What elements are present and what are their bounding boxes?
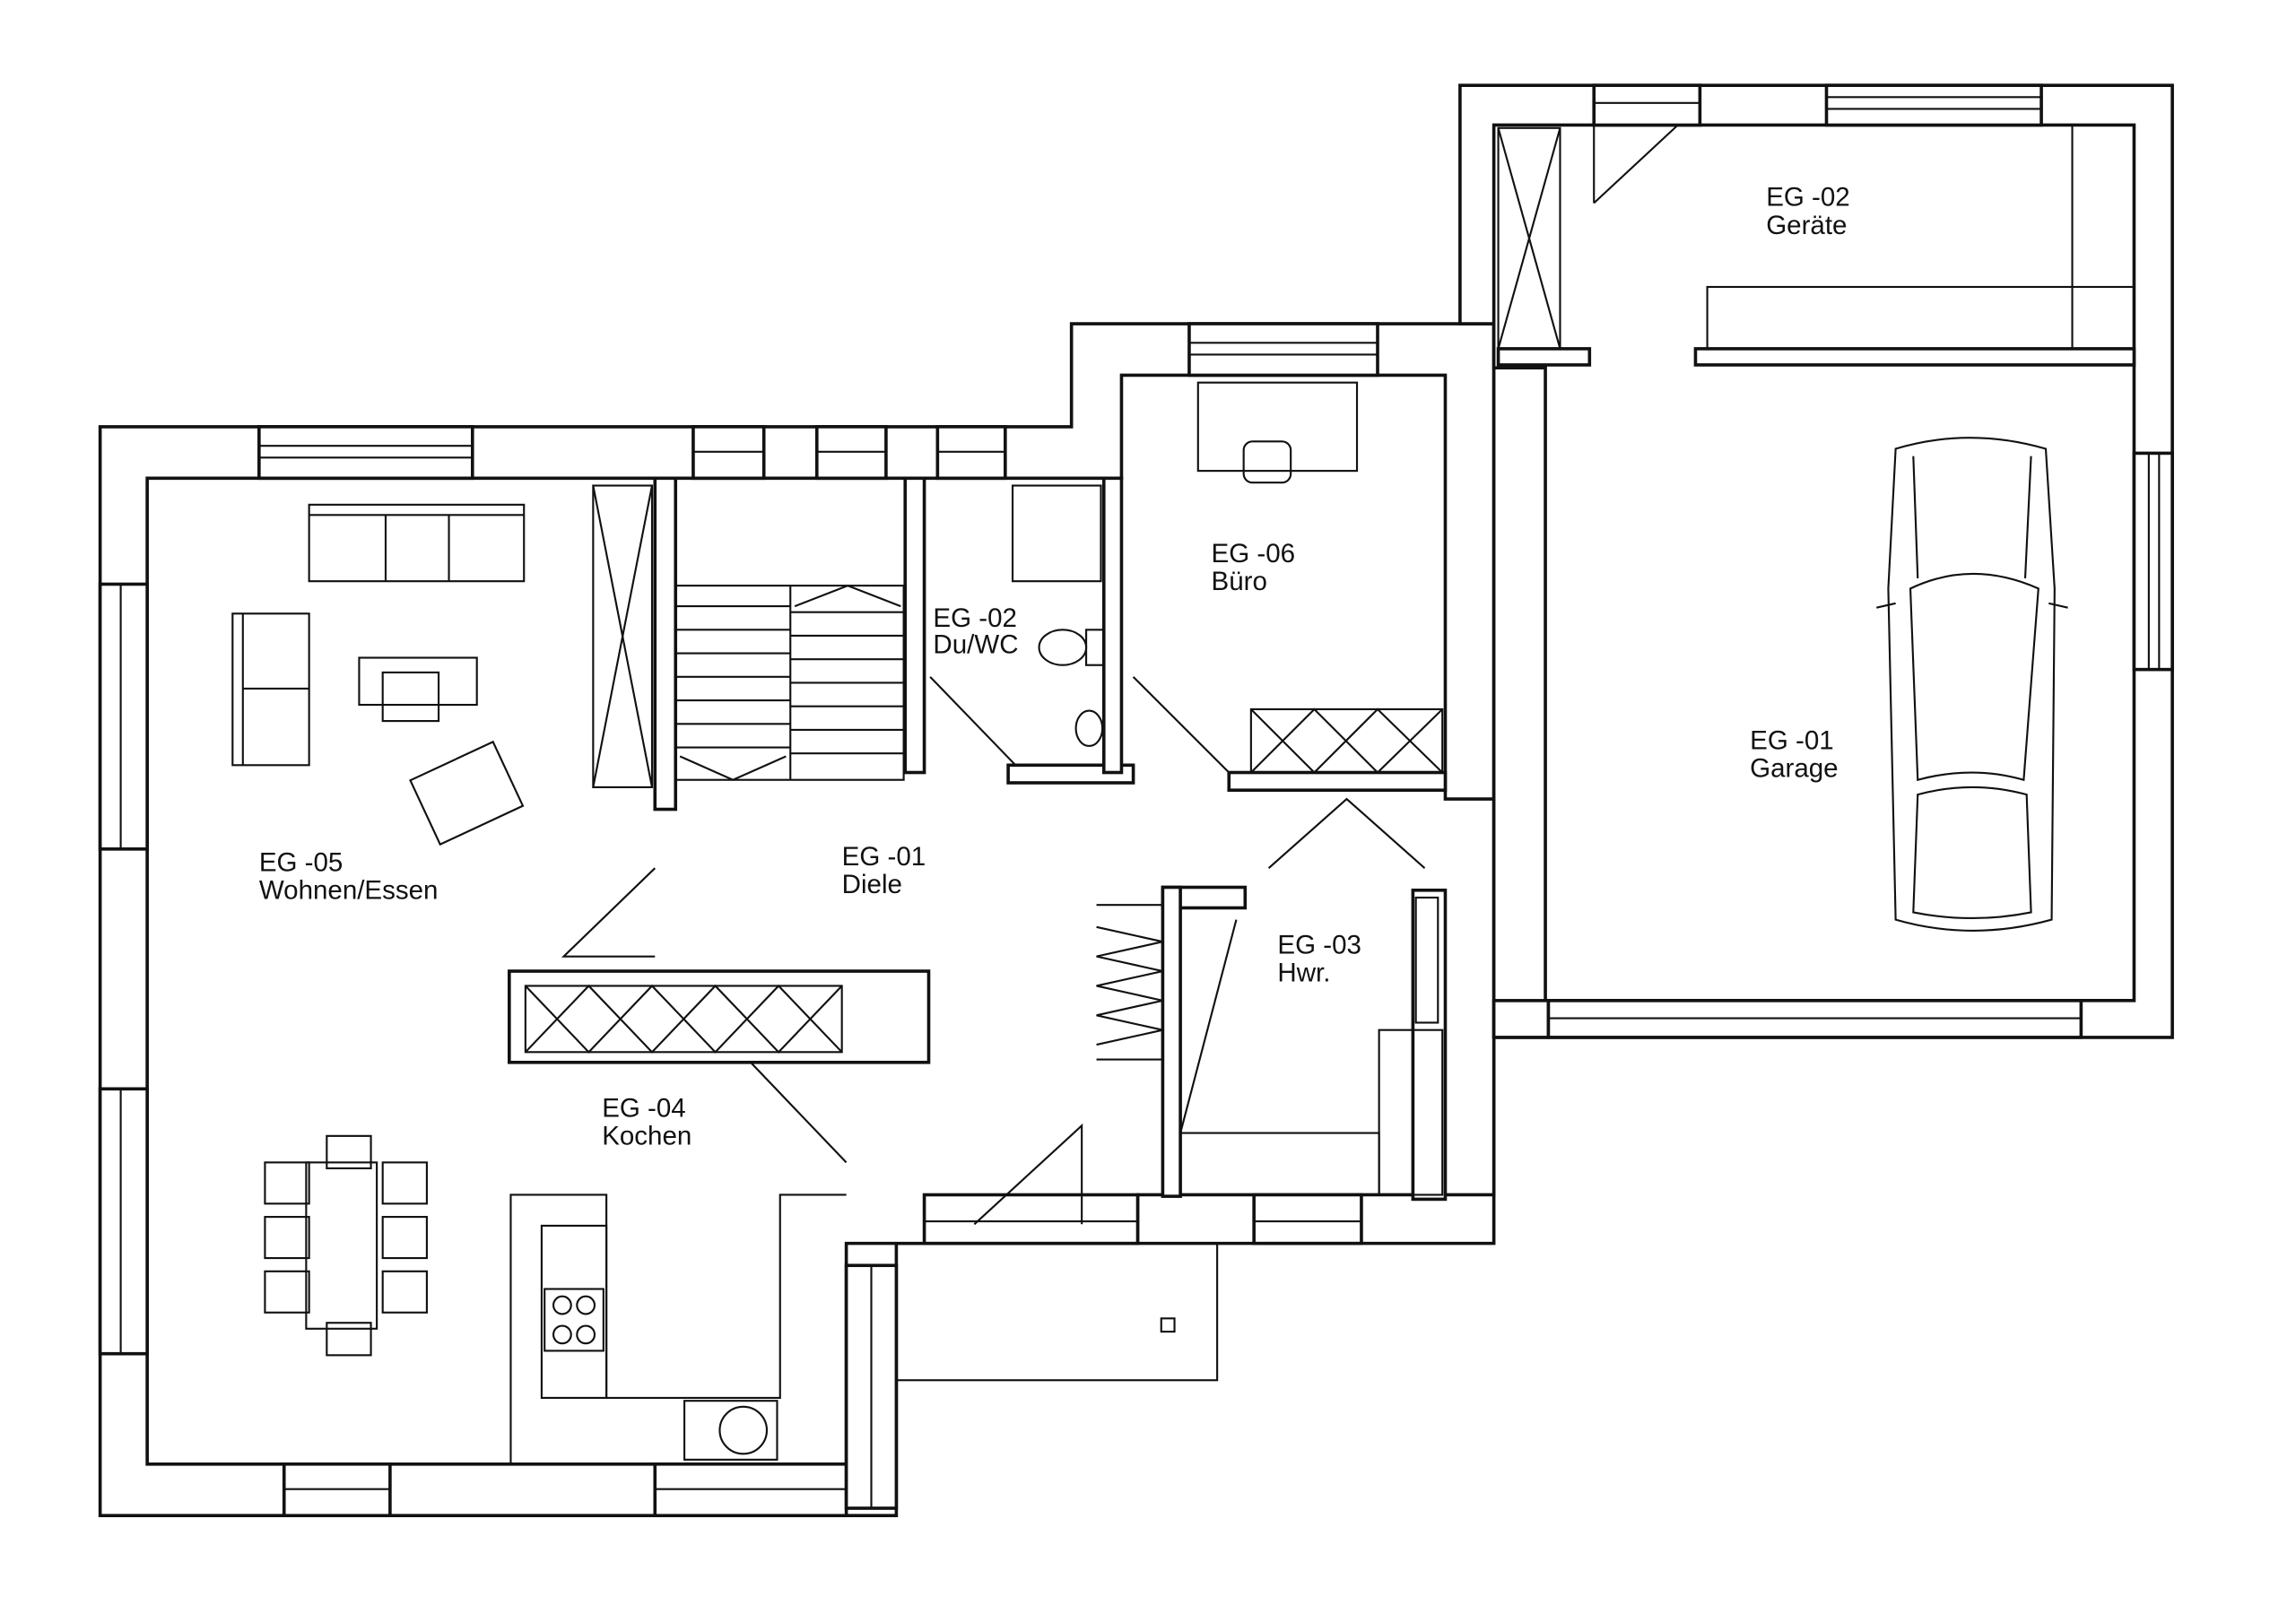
terrace — [895, 1242, 1219, 1382]
svg-text:Kochen: Kochen — [602, 1122, 691, 1151]
stairs — [674, 584, 905, 781]
door-swing — [1132, 676, 1231, 774]
cabinet — [524, 985, 843, 1054]
cooktop — [544, 1288, 604, 1352]
washbasin — [1074, 709, 1104, 748]
svg-text:EG -02: EG -02 — [1766, 183, 1850, 213]
svg-text:EG -06: EG -06 — [1212, 539, 1296, 568]
desk — [1196, 381, 1359, 473]
car — [1876, 437, 2068, 932]
wardrobe-hangers — [1096, 904, 1163, 1061]
walls — [98, 83, 2174, 1518]
door-swing — [973, 1123, 1083, 1226]
svg-text:EG -01: EG -01 — [1750, 725, 1834, 755]
svg-text:Hwr.: Hwr. — [1277, 959, 1330, 988]
sofa — [308, 503, 526, 583]
svg-text:Diele: Diele — [842, 870, 902, 899]
door-swing — [1267, 797, 1426, 869]
cabinet — [1249, 707, 1444, 774]
svg-text:EG -03: EG -03 — [1277, 930, 1361, 959]
interior-wall — [1496, 347, 1592, 367]
door-swing — [750, 1062, 848, 1164]
drain — [1160, 1317, 1176, 1333]
interior-wall — [1227, 770, 1448, 793]
door-swing — [929, 676, 1017, 767]
armchair — [409, 740, 525, 846]
dining-table — [305, 1161, 378, 1330]
furniture — [231, 125, 2135, 1464]
svg-text:Du/WC: Du/WC — [933, 630, 1018, 660]
office-chair — [1242, 440, 1292, 484]
door-swing — [1593, 124, 1679, 204]
interior-wall — [1411, 888, 1448, 1202]
svg-text:Garage: Garage — [1750, 753, 1838, 783]
coffee-table — [358, 656, 478, 707]
svg-text:EG -04: EG -04 — [602, 1094, 686, 1124]
svg-text:EG -01: EG -01 — [842, 842, 926, 872]
sink — [683, 1400, 778, 1461]
interior-wall — [903, 476, 926, 775]
interior-wall — [1693, 347, 2136, 367]
door-swing — [561, 867, 657, 958]
interior-wall — [1161, 885, 1182, 1198]
svg-text:Geräte: Geräte — [1766, 211, 1847, 240]
interior-wall — [1492, 999, 1551, 1039]
interior-wall — [1006, 763, 1135, 785]
garage-inner-wall — [1492, 123, 2136, 1002]
interior-wall — [653, 476, 678, 812]
interior-wall — [1101, 476, 1124, 775]
svg-text:EG -02: EG -02 — [933, 603, 1017, 633]
svg-text:EG -05: EG -05 — [259, 847, 344, 877]
svg-text:Büro: Büro — [1212, 567, 1267, 596]
windows — [98, 83, 2174, 1518]
svg-text:Wohnen/Essen: Wohnen/Essen — [259, 876, 439, 906]
